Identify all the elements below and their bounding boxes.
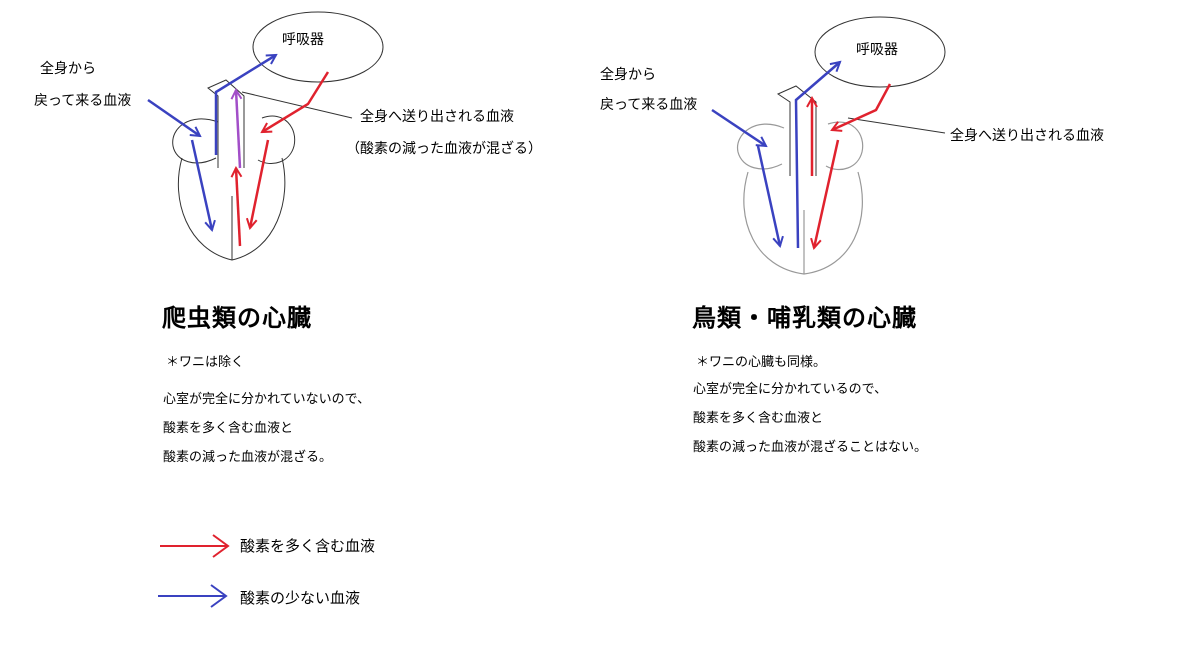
reptile-blue-down-arrow [190, 139, 212, 230]
reptile-note: ＊ワニは除く [166, 355, 245, 370]
reptile-pointer-line [241, 91, 353, 119]
reptile-blue-up-arrow [214, 55, 276, 155]
legend-oxygen-poor-label: 酸素の少ない血液 [240, 589, 361, 607]
reptile-heading: 爬虫類の心臓 [162, 304, 312, 332]
bird-right-atrium [825, 121, 864, 171]
bird-blue-inflow-arrow [711, 108, 766, 146]
bird-note: ＊ワニの心臓も同様。 [696, 355, 827, 370]
reptile-aorta [207, 79, 245, 168]
reptile-arrows [147, 55, 330, 247]
reptile-description-line: 酸素を多く含む血液と [163, 421, 294, 436]
bird-description-line: 酸素を多く含む血液と [693, 411, 824, 426]
bird-heading: 鳥類・哺乳類の心臓 [692, 304, 917, 332]
reptile-blue-inflow-arrow [147, 98, 200, 136]
reptile-organ-label: 呼吸器 [282, 32, 324, 48]
reptile-purple-mixed-arrow [236, 90, 240, 169]
reptile-right-atrium [257, 115, 296, 164]
legend-oxygen-rich-label: 酸素を多く含む血液 [240, 537, 376, 555]
reptile-outflow-label: 全身へ送り出される血液 [360, 109, 514, 125]
bird-organ-label: 呼吸器 [856, 42, 898, 58]
bird-aorta [776, 85, 817, 176]
bird-heart [737, 16, 946, 275]
reptile-red-up-arrow [236, 168, 240, 247]
bird-arrows [711, 62, 892, 249]
bird-blue-up-arrow [794, 62, 840, 249]
bird-ventricle-outline [743, 171, 863, 275]
reptile-outflow-note: （酸素の減った血液が混ざる） [346, 141, 542, 157]
bird-blue-down-arrow [756, 145, 780, 246]
reptile-description-line: 心室が完全に分かれていないので、 [163, 392, 371, 407]
bird-description-line: 心室が完全に分かれているので、 [693, 382, 888, 397]
bird-red-down-arrow [814, 139, 840, 248]
bird-inflow-label-line1: 全身から [600, 67, 656, 83]
reptile-lung-bubble [252, 11, 384, 83]
bird-inflow-label-line2: 戻って来る血液 [600, 97, 698, 113]
bird-pointer-line [847, 117, 946, 134]
bird-description: 心室が完全に分かれているので、 酸素を多く含む血液と 酸素の減った血液が混ざるこ… [693, 375, 927, 462]
reptile-heart [172, 11, 384, 261]
bird-outflow-label: 全身へ送り出される血液 [950, 128, 1104, 144]
reptile-red-down-arrow [250, 139, 270, 228]
reptile-description: 心室が完全に分かれていないので、 酸素を多く含む血液と 酸素の減った血液が混ざる… [163, 385, 370, 472]
reptile-inflow-label-line1: 全身から [40, 61, 96, 77]
bird-red-return-arrow [832, 83, 892, 130]
bird-description-line: 酸素の減った血液が混ざることはない。 [693, 440, 928, 455]
reptile-description-line: 酸素の減った血液が混ざる。 [163, 450, 333, 465]
bird-lung-bubble [814, 16, 946, 88]
reptile-inflow-label-line2: 戻って来る血液 [34, 93, 132, 109]
reptile-red-return-arrow [262, 71, 330, 132]
